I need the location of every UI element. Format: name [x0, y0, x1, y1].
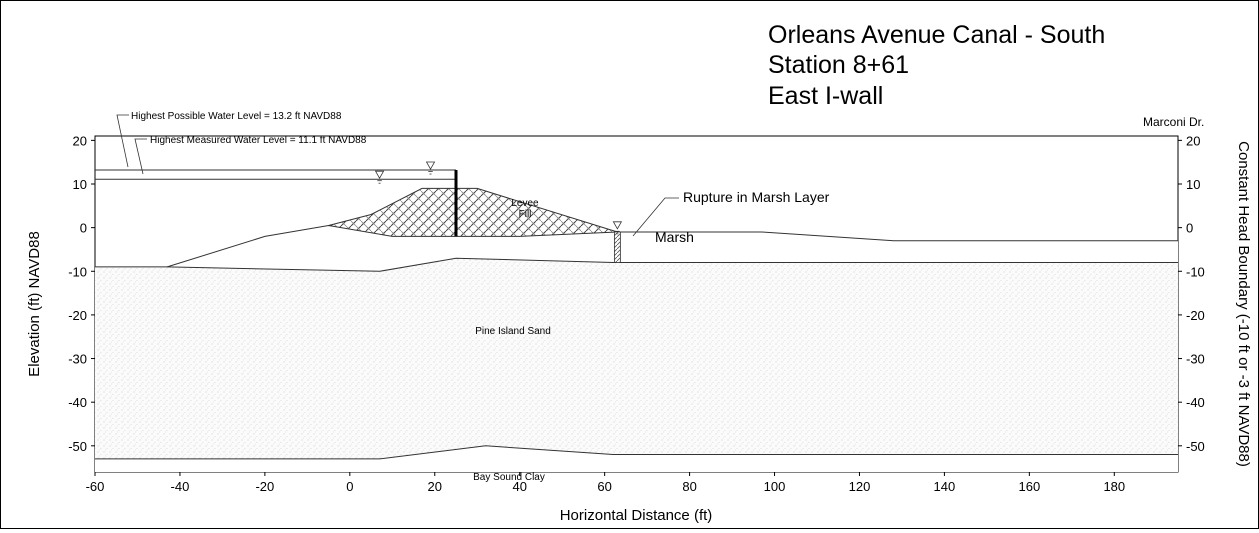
bay-sound-clay-label: Bay Sound Clay — [473, 472, 545, 483]
y-tick-labels-right: 20 10 0 -10 -20 -30 -40 -50 — [1186, 133, 1205, 453]
y-axis-label-left: Elevation (ft) NAVD88 — [26, 231, 43, 377]
marconi-label: Marconi Dr. — [1143, 115, 1204, 129]
marsh-label: Marsh — [655, 229, 694, 245]
y-tick-label-left: -30 — [68, 352, 87, 367]
y-tick-label-left: -40 — [68, 395, 87, 410]
y-axis-label-right: Constant Head Boundary (-10 ft or -3 ft … — [1235, 141, 1252, 467]
pine-island-sand-label: Pine Island Sand — [475, 326, 551, 337]
y-tick-label-right: 10 — [1186, 177, 1200, 192]
x-tick-label: 80 — [682, 479, 696, 494]
y-tick-label-right: -10 — [1186, 264, 1205, 279]
y-tick-label-right: -50 — [1186, 439, 1205, 454]
clay-top-line — [95, 445, 1178, 460]
tick-marks — [91, 139, 1182, 476]
water-level-markers — [374, 161, 623, 235]
x-tick-label: 140 — [934, 479, 956, 494]
x-tick-label: -20 — [255, 479, 274, 494]
x-tick-label: 160 — [1019, 479, 1041, 494]
x-tick-labels: -60 -40 -20 0 20 40 60 80 100 120 140 160 180 — [86, 479, 1126, 494]
marsh-bottom-line — [95, 257, 1178, 272]
title-line-3: East I-wall — [768, 82, 883, 110]
highest-possible-water-leader — [116, 114, 129, 168]
y-tick-label-right: 0 — [1186, 221, 1193, 236]
water-marker-triangle — [425, 161, 436, 170]
x-tick-label: 120 — [849, 479, 871, 494]
y-tick-label-left: -10 — [68, 264, 87, 279]
y-tick-label-left: -50 — [68, 439, 87, 454]
x-tick-label: 60 — [597, 479, 611, 494]
highest-measured-water-label: Highest Measured Water Level = 11.1 ft N… — [150, 135, 367, 146]
x-tick-label: -40 — [171, 479, 190, 494]
bay-sound-clay-layer — [95, 445, 1178, 472]
y-tick-label-right: 20 — [1186, 133, 1200, 148]
title-line-1: Orleans Avenue Canal - South — [768, 21, 1105, 49]
x-axis-label: Horizontal Distance (ft) — [560, 507, 713, 524]
x-tick-label: 180 — [1103, 479, 1125, 494]
y-tick-label-right: -40 — [1186, 395, 1205, 410]
y-tick-label-right: -30 — [1186, 352, 1205, 367]
title-line-2: Station 8+61 — [768, 51, 909, 79]
highest-possible-water-label: Highest Possible Water Level = 13.2 ft N… — [131, 111, 342, 122]
x-tick-label: 0 — [346, 479, 353, 494]
marsh-rupture — [613, 231, 621, 263]
x-tick-label: 100 — [764, 479, 786, 494]
x-tick-label: 40 — [512, 479, 526, 494]
x-tick-label: -60 — [86, 479, 105, 494]
levee-fill — [328, 187, 618, 237]
x-tick-label: 20 — [428, 479, 442, 494]
highest-measured-water-leader — [134, 138, 147, 175]
levee-label-line-1: Levee — [511, 198, 539, 209]
y-tick-label-left: -20 — [68, 308, 87, 323]
rupture-leader — [632, 197, 679, 237]
rupture-label: Rupture in Marsh Layer — [683, 189, 830, 205]
marsh-layer — [95, 225, 1178, 272]
y-tick-label-right: -20 — [1186, 308, 1205, 323]
y-tick-labels-left: 20 10 0 -10 -20 -30 -40 -50 — [68, 133, 87, 453]
levee-label-line-2: Fill — [519, 209, 532, 220]
water-marker-triangle — [374, 170, 385, 180]
y-tick-label-left: 20 — [73, 133, 87, 148]
y-tick-label-left: 0 — [80, 221, 87, 236]
water-marker-triangle — [612, 221, 623, 230]
plot-area — [91, 135, 1182, 476]
pine-island-sand-layer — [95, 258, 1178, 459]
y-tick-label-left: 10 — [73, 177, 87, 192]
